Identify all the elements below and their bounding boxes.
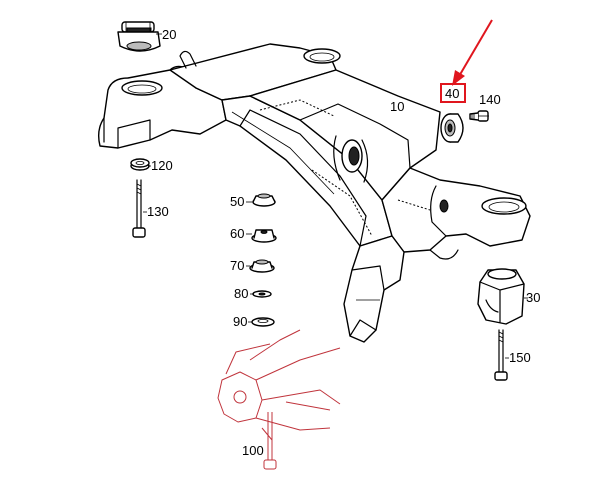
part-90-washer[interactable] <box>251 317 275 327</box>
label-130: 130 <box>147 204 169 219</box>
label-70: 70 <box>230 258 244 273</box>
part-100-bolt[interactable] <box>263 412 277 470</box>
label-40: 40 <box>445 86 459 101</box>
part-60-plate[interactable] <box>251 229 277 243</box>
faded-trailing-arm <box>217 329 341 441</box>
label-120: 120 <box>151 158 173 173</box>
label-100: 100 <box>242 443 264 458</box>
part-80-washer[interactable] <box>252 290 272 298</box>
part-20-bushing[interactable] <box>117 21 161 52</box>
part-70-plate[interactable] <box>249 259 275 273</box>
part-50-nut[interactable] <box>252 193 276 207</box>
part-40-bushing[interactable] <box>440 113 464 143</box>
label-10: 10 <box>390 99 404 114</box>
label-80: 80 <box>234 286 248 301</box>
label-90: 90 <box>233 314 247 329</box>
part-30-mount[interactable] <box>477 268 525 325</box>
label-30: 30 <box>526 290 540 305</box>
leader-lines <box>143 33 528 359</box>
part-130-bolt[interactable] <box>132 179 146 238</box>
label-20: 20 <box>162 27 176 42</box>
part-120-washer[interactable] <box>130 158 150 171</box>
label-50: 50 <box>230 194 244 209</box>
label-60: 60 <box>230 226 244 241</box>
highlight-arrow <box>452 19 493 86</box>
label-150: 150 <box>509 350 531 365</box>
part-150-bolt[interactable] <box>494 329 508 381</box>
part-10-subframe[interactable] <box>97 43 531 343</box>
label-140: 140 <box>479 92 501 107</box>
